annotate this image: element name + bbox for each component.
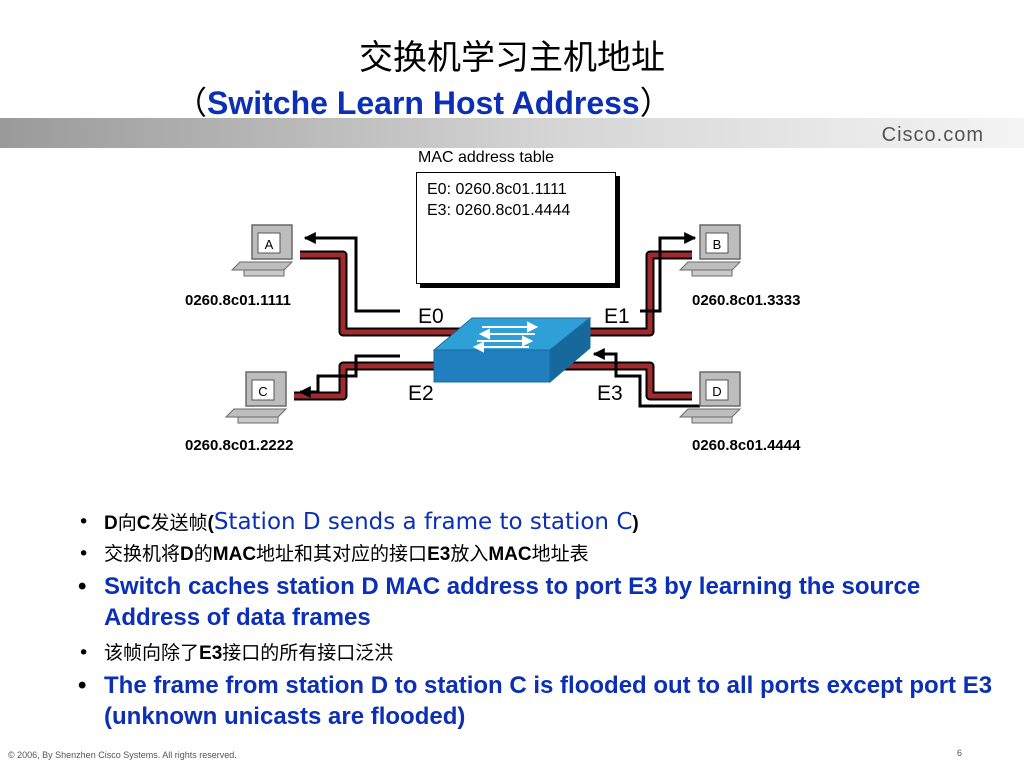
port-label-e0: E0 [418, 305, 444, 328]
cables [294, 250, 692, 401]
switch-icon [432, 316, 592, 384]
mac-address-a: 0260.8c01.1111 [185, 292, 291, 309]
b4-zh2: 接口的所有接口泛洪 [222, 642, 394, 664]
bullet-4: 该帧向除了E3接口的所有接口泛洪 [78, 639, 998, 668]
header-banner [0, 118, 1024, 148]
computer-icon-d [678, 371, 742, 424]
copyright-footer: © 2006, By Shenzhen Cisco Systems. All r… [8, 750, 237, 760]
b2-mac: MAC [212, 544, 257, 565]
mac-entry-e3: E3: 0260.8c01.4444 [427, 202, 571, 219]
b1-open: ( [207, 513, 214, 534]
b2-zh2: 的 [193, 543, 213, 565]
b4-zh1: 该帧向除了 [104, 642, 200, 664]
computer-icon-a [230, 224, 294, 277]
b1-zh2: 发送帧 [150, 512, 208, 534]
bullet-2: 交换机将D的MAC地址和其对应的接口E3放入MAC地址表 [78, 540, 998, 569]
page-title-en: （Switche Learn Host Address） [175, 78, 672, 124]
port-label-e3: E3 [597, 382, 623, 405]
arrow-to-b [640, 232, 697, 313]
b2-zh3: 地址和其对应的接口 [256, 543, 428, 565]
arrow-to-a [303, 232, 400, 313]
mac-entry-e0: E0: 0260.8c01.1111 [427, 181, 567, 198]
b2-zh4: 放入 [450, 543, 489, 565]
b4-e3: E3 [199, 643, 223, 664]
arrow-to-c [298, 354, 400, 398]
b1-c: C [136, 513, 151, 534]
page-title-zh: 交换机学习主机地址 [359, 38, 665, 78]
title-open-paren: （ [175, 84, 208, 122]
station-label-a: A [265, 237, 274, 252]
b2-d: D [180, 544, 194, 565]
b2-mac2: MAC [488, 544, 532, 565]
station-label-c: C [258, 384, 267, 399]
page-number: 6 [956, 748, 962, 758]
title-en-text: Switche Learn Host Address [207, 85, 640, 121]
b1-close: ) [632, 513, 639, 534]
b1-en: Station D sends a frame to station C [213, 509, 633, 535]
bullet-list: D向C发送帧(Station D sends a frame to statio… [78, 508, 998, 738]
b2-zh5: 地址表 [531, 543, 589, 565]
mac-address-table: E0: 0260.8c01.1111 E3: 0260.8c01.4444 [416, 172, 616, 284]
computer-icon-c [224, 371, 288, 424]
port-label-e2: E2 [408, 382, 434, 405]
mac-address-b: 0260.8c01.3333 [692, 292, 801, 309]
bullet-3: Switch caches station D MAC address to p… [78, 571, 998, 633]
flow-arrows [298, 232, 700, 408]
b1-zh1: 向 [117, 512, 137, 534]
bullet-1: D向C发送帧(Station D sends a frame to statio… [78, 508, 998, 538]
station-label-b: B [713, 237, 722, 252]
mac-address-c: 0260.8c01.2222 [185, 437, 294, 454]
mac-table-label: MAC address table [418, 149, 555, 166]
arrow-from-d [592, 348, 700, 408]
b1-d: D [104, 513, 118, 534]
title-close-paren: ） [639, 84, 672, 122]
computer-icon-b [678, 224, 742, 277]
station-label-d: D [712, 384, 721, 399]
bullet-5: The frame from station D to station C is… [78, 670, 998, 732]
mac-address-d: 0260.8c01.4444 [692, 437, 801, 454]
brand-logo: Cisco.com [881, 124, 984, 146]
port-label-e1: E1 [604, 305, 630, 328]
b2-e3: E3 [427, 544, 451, 565]
b2-zh1: 交换机将 [104, 543, 181, 565]
